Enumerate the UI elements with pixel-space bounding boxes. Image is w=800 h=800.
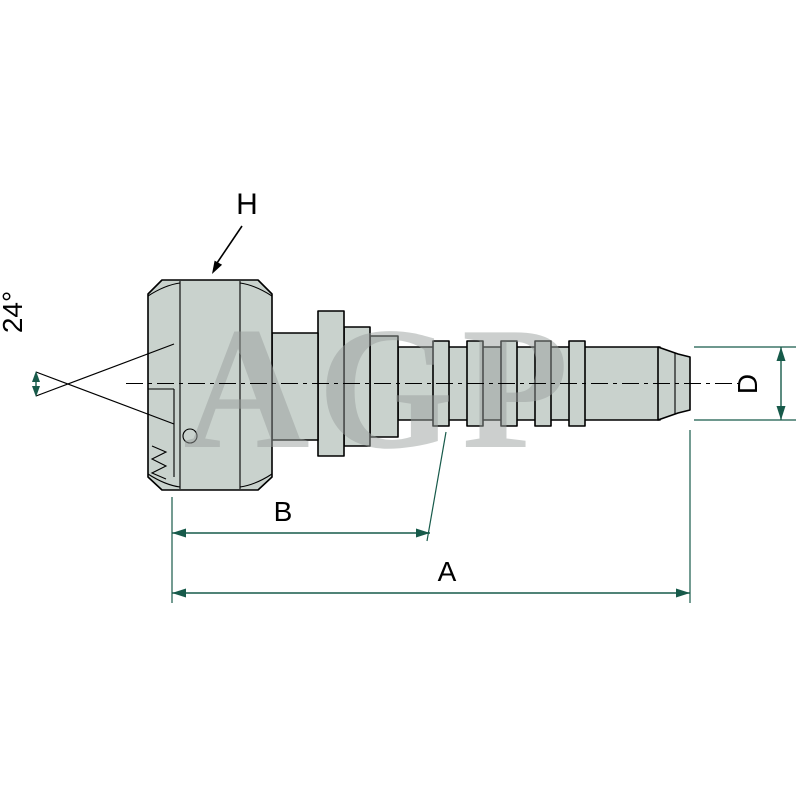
angle-arrow-up	[32, 371, 40, 382]
dim-b-arrow-left	[172, 528, 186, 538]
seal-ring-detail	[182, 428, 198, 444]
neck-cylinder	[271, 332, 319, 441]
hex-chamfer-arc	[239, 282, 273, 297]
dim-b-arrow-right	[416, 528, 430, 538]
dim-d-label: D	[732, 374, 763, 394]
angle-arrow-down	[32, 386, 40, 397]
hex-leader-line	[216, 225, 243, 264]
hex-nut	[147, 279, 273, 491]
cone-flank-line	[35, 343, 175, 397]
cone-flank-line	[35, 371, 175, 425]
hex-leader-arrow	[212, 260, 223, 274]
cone-angle-label: 24°	[0, 291, 28, 333]
dim-d-arrow-bottom	[776, 406, 786, 420]
extension-line-b-right	[426, 431, 447, 542]
watermark-text: AGP	[183, 291, 576, 485]
hex-chamfer-arc	[147, 473, 181, 488]
dim-a-arrow-right	[676, 588, 690, 598]
shaft-nose	[657, 346, 691, 421]
dim-a-label: A	[438, 556, 457, 587]
dim-a-arrow-left	[172, 588, 186, 598]
dim-b-label: B	[274, 496, 293, 527]
dim-d-arrow-top	[776, 347, 786, 361]
hex-chamfer-arc	[147, 282, 181, 297]
thread-detail	[150, 445, 168, 480]
hex-size-label: H	[236, 188, 258, 221]
hex-chamfer-arc	[239, 473, 273, 488]
